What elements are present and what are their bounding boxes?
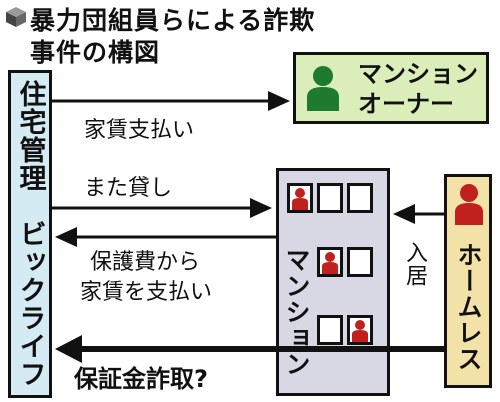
owner-box: マンション オーナー	[293, 52, 489, 124]
company-name: 住宅管理 ビックライフ	[14, 80, 46, 388]
title-line-1: 暴力団組員らによる詐欺	[30, 6, 316, 35]
mansion-window	[347, 183, 373, 213]
person-icon	[455, 184, 483, 225]
deposit-fraud-label: 保証金詐取?	[74, 365, 208, 393]
mansion-window	[347, 315, 373, 345]
cube-bullet-icon	[6, 7, 26, 27]
mansion-window	[317, 315, 343, 345]
move-in-label: 入居	[402, 241, 427, 287]
protection-label-line1: 保護費から	[90, 250, 201, 275]
title-line-2: 事件の構図	[30, 38, 161, 67]
rent-payment-label: 家賃支払い	[84, 118, 195, 143]
person-icon	[292, 188, 308, 210]
mansion-box: マンション	[276, 168, 390, 396]
protection-label-line2: 家賃を支払い	[80, 280, 213, 305]
homeless-box: ホームレス	[444, 174, 492, 388]
person-icon	[322, 252, 338, 274]
mansion-window	[287, 183, 313, 213]
company-box: 住宅管理 ビックライフ	[8, 70, 52, 398]
owner-label-line2: オーナー	[358, 90, 454, 118]
sublease-label: また貸し	[84, 176, 173, 201]
person-icon	[352, 320, 368, 342]
mansion-window	[317, 183, 343, 213]
mansion-window	[317, 247, 343, 277]
owner-label-line1: マンション	[358, 60, 478, 88]
mansion-label: マンション	[282, 247, 311, 377]
person-icon	[307, 66, 339, 111]
mansion-window	[347, 247, 373, 277]
homeless-label: ホームレス	[454, 242, 483, 372]
